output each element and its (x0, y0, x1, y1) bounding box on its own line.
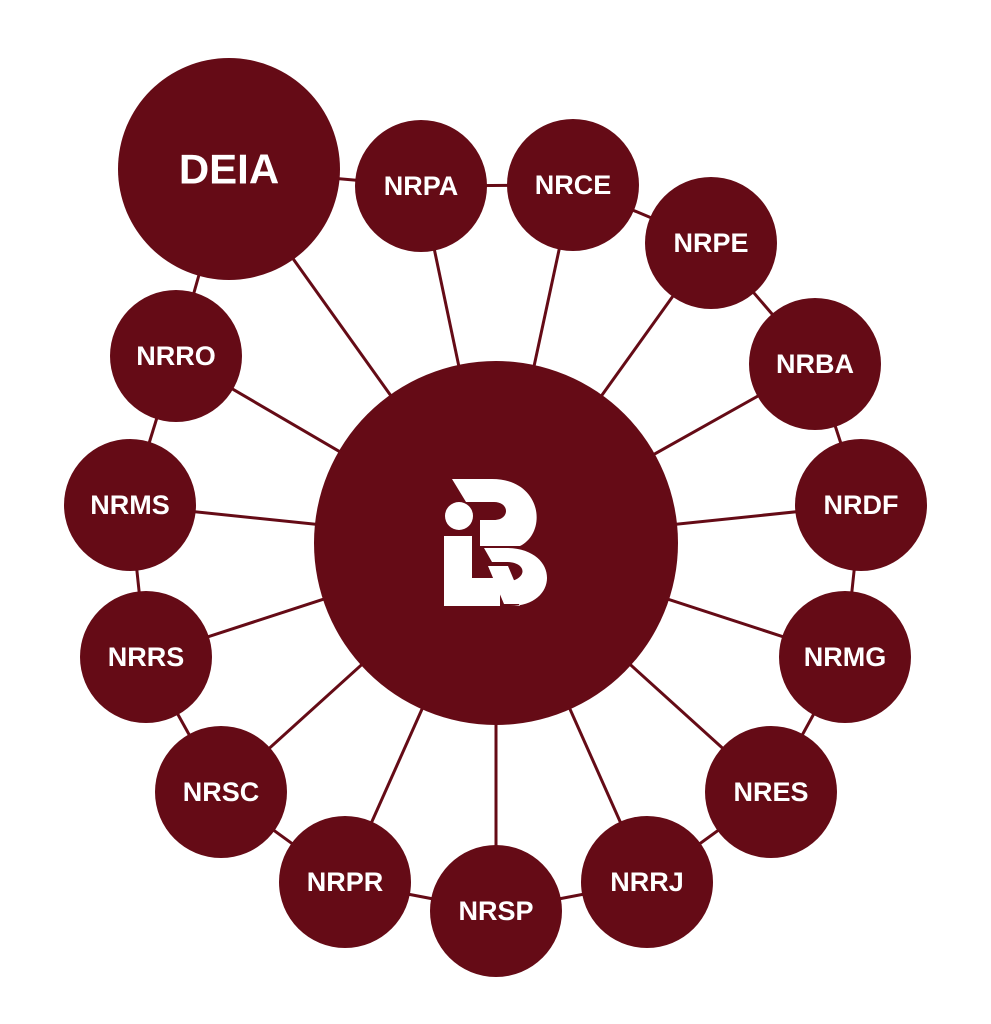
node-label: NRMS (90, 490, 170, 520)
node-circle (779, 591, 911, 723)
node-label: NRPA (384, 171, 459, 201)
node-label: NRRO (136, 341, 216, 371)
featured-circle (118, 58, 340, 280)
node-nrsc: NRSC (155, 726, 287, 858)
node-label: NRES (733, 777, 808, 807)
node-label: NRPE (673, 228, 748, 258)
ib-logo-icon (444, 479, 548, 606)
node-label: NRBA (776, 349, 854, 379)
node-nrsp: NRSP (430, 845, 562, 977)
node-nrrs: NRRS (80, 591, 212, 723)
node-nrro: NRRO (110, 290, 242, 422)
node-label: NRDF (824, 490, 899, 520)
node-label: NRSP (458, 896, 533, 926)
node-circle (507, 119, 639, 251)
node-nrpr: NRPR (279, 816, 411, 948)
node-circle (645, 177, 777, 309)
node-label: NRCE (535, 170, 612, 200)
node-circle (110, 290, 242, 422)
node-nres: NRES (705, 726, 837, 858)
node-nrmg: NRMG (779, 591, 911, 723)
node-circle (355, 120, 487, 252)
node-nrms: NRMS (64, 439, 196, 571)
node-circle (430, 845, 562, 977)
node-circle (279, 816, 411, 948)
node-label: NRRS (108, 642, 185, 672)
node-circle (705, 726, 837, 858)
node-label: NRMG (804, 642, 887, 672)
node-nrdf: NRDF (795, 439, 927, 571)
node-label: NRSC (183, 777, 260, 807)
node-circle (64, 439, 196, 571)
hub-node (314, 361, 678, 725)
node-circle (155, 726, 287, 858)
node-label: NRPR (307, 867, 384, 897)
node-circle (749, 298, 881, 430)
node-nrce: NRCE (507, 119, 639, 251)
node-circle (581, 816, 713, 948)
node-nrrj: NRRJ (581, 816, 713, 948)
ring-nodes: NRPA NRCE NRPE NRBA NRDF NRMG NRES NRRJ NRSP NRPR… (64, 119, 927, 977)
node-circle (795, 439, 927, 571)
node-label: NRRJ (610, 867, 684, 897)
featured-node-deia: DEIA (118, 58, 340, 280)
node-nrpe: NRPE (645, 177, 777, 309)
node-circle (80, 591, 212, 723)
featured-node-label: DEIA (179, 146, 279, 193)
node-nrpa: NRPA (355, 120, 487, 252)
node-nrba: NRBA (749, 298, 881, 430)
